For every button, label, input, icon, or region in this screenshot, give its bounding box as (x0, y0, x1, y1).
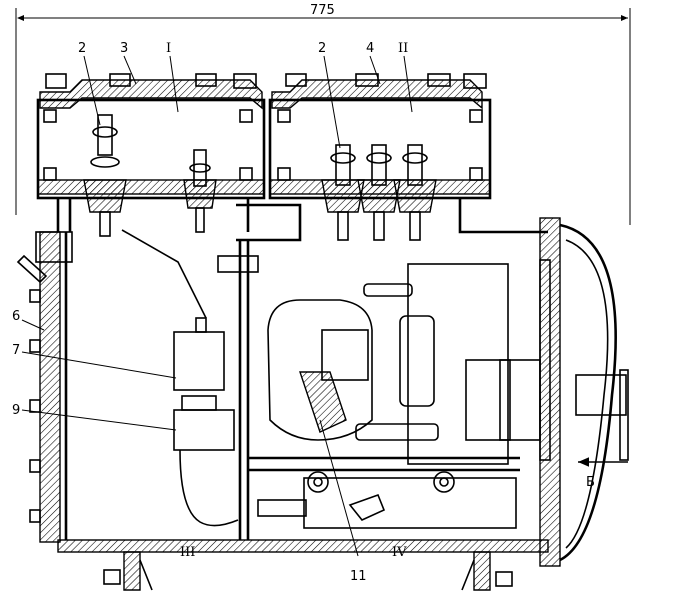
partition-terminals (217, 255, 307, 517)
relay-9 (173, 395, 239, 527)
callouts: 2 3 I 2 4 II 6 7 9 III 11 IV Б (12, 41, 595, 584)
terminal-box-left (36, 73, 266, 200)
label-2-left: 2 (78, 41, 86, 56)
dimension-text: 775 (310, 3, 335, 18)
label-9: 9 (12, 403, 20, 418)
label-4: 4 (366, 41, 374, 56)
leader-lines (21, 55, 413, 557)
main-housing (16, 198, 549, 553)
terminal-insulators (83, 114, 437, 241)
switching-apparatus (267, 259, 551, 529)
label-roman-I: I (166, 41, 171, 56)
label-7: 7 (12, 343, 20, 358)
overall-dimension: 775 (15, 3, 631, 225)
label-roman-III: III (180, 545, 195, 560)
label-6: 6 (12, 309, 20, 324)
label-3: 3 (120, 41, 128, 56)
relay-7 (121, 229, 225, 391)
label-roman-IV: IV (392, 545, 407, 560)
end-cover (539, 217, 629, 567)
label-11: 11 (350, 569, 367, 584)
label-B: Б (586, 475, 595, 490)
mounting-feet (103, 551, 513, 591)
label-roman-II: II (398, 41, 408, 56)
label-2-right: 2 (318, 41, 326, 56)
